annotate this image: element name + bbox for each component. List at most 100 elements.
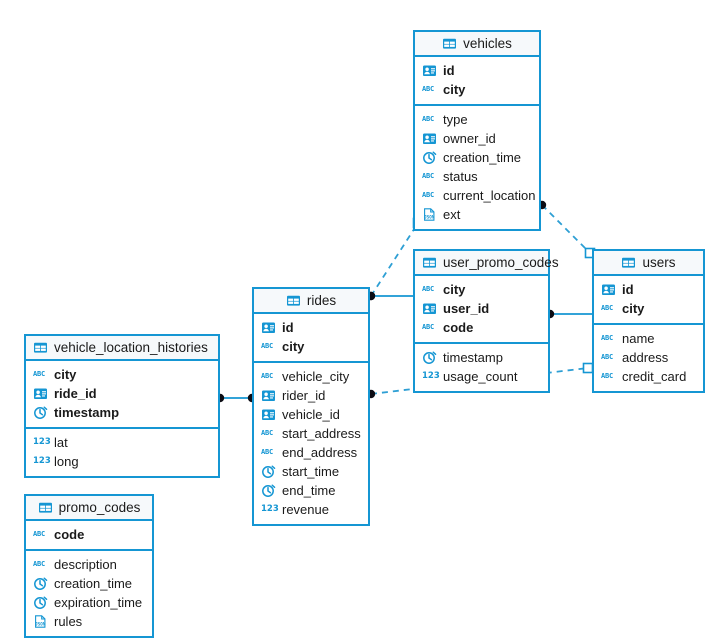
field-name: city (54, 367, 77, 382)
relationship-vehicle-location-histories-to-rides[interactable] (215, 393, 257, 403)
field-name: city (443, 282, 466, 297)
field-name: id (443, 63, 455, 78)
column-field[interactable]: creation_time (415, 148, 539, 167)
field-name: type (443, 112, 468, 127)
column-field[interactable]: timestamp (415, 348, 548, 367)
table-header[interactable]: promo_codes (26, 496, 152, 521)
primary-key-field[interactable]: id (594, 280, 703, 299)
relationship-rides-to-user-promo-codes[interactable] (366, 291, 413, 301)
string-type-icon: ABC (601, 334, 614, 342)
table-icon (33, 341, 48, 354)
column-field[interactable]: start_time (254, 462, 368, 481)
json-type-icon: JSON (33, 615, 48, 628)
field-name: user_id (443, 301, 490, 316)
timestamp-type-icon (33, 596, 48, 609)
field-name: creation_time (54, 576, 133, 591)
field-name: vehicle_city (282, 369, 350, 384)
string-type-icon: ABC (601, 353, 614, 361)
field-name: usage_count (443, 369, 518, 384)
field-name: vehicle_id (282, 407, 340, 422)
table-name: promo_codes (58, 500, 141, 515)
svg-text:JSON: JSON (35, 621, 46, 626)
table-header[interactable]: vehicles (415, 32, 539, 57)
field-name: ride_id (54, 386, 97, 401)
number-type-icon: 123 (33, 437, 51, 447)
primary-key-field[interactable]: user_id (415, 299, 548, 318)
table-icon (442, 37, 457, 50)
string-type-icon: ABC (422, 115, 435, 123)
field-name: end_time (282, 483, 336, 498)
column-field[interactable]: vehicle_id (254, 405, 368, 424)
string-type-icon: ABC (33, 530, 46, 538)
timestamp-type-icon (261, 465, 276, 478)
table-header[interactable]: vehicle_location_histories (26, 336, 218, 361)
column-field[interactable]: owner_id (415, 129, 539, 148)
table-icon (286, 294, 301, 307)
table-name: vehicles (463, 36, 512, 51)
field-name: code (443, 320, 474, 335)
field-name: current_location (443, 188, 536, 203)
table-header[interactable]: user_promo_codes (415, 251, 559, 276)
field-name: owner_id (443, 131, 496, 146)
field-name: start_address (282, 426, 361, 441)
string-type-icon: ABC (33, 560, 46, 568)
primary-key-field[interactable]: id (254, 318, 368, 337)
column-field[interactable]: end_time (254, 481, 368, 500)
primary-key-field[interactable]: ABC code (415, 318, 548, 337)
uuid-key-icon (33, 387, 48, 400)
primary-key-field[interactable]: timestamp (26, 403, 218, 422)
field-name: long (54, 454, 79, 469)
column-field[interactable]: rider_id (254, 386, 368, 405)
table-name: rides (306, 293, 337, 308)
column-field[interactable]: expiration_time (26, 593, 152, 612)
uuid-key-icon (422, 132, 437, 145)
table-header[interactable]: users (594, 251, 703, 276)
json-type-icon: JSON (422, 208, 437, 221)
table-header[interactable]: rides (254, 289, 368, 314)
field-name: id (622, 282, 634, 297)
column-field[interactable]: creation_time (26, 574, 152, 593)
svg-text:JSON: JSON (424, 214, 435, 219)
timestamp-type-icon (33, 406, 48, 419)
relationship-user-promo-codes-to-users[interactable] (545, 309, 592, 319)
field-name: timestamp (54, 405, 120, 420)
string-type-icon: ABC (422, 323, 435, 331)
primary-key-field[interactable]: ride_id (26, 384, 218, 403)
primary-key-field[interactable]: id (415, 61, 539, 80)
column-field[interactable]: ABC type (415, 110, 539, 129)
